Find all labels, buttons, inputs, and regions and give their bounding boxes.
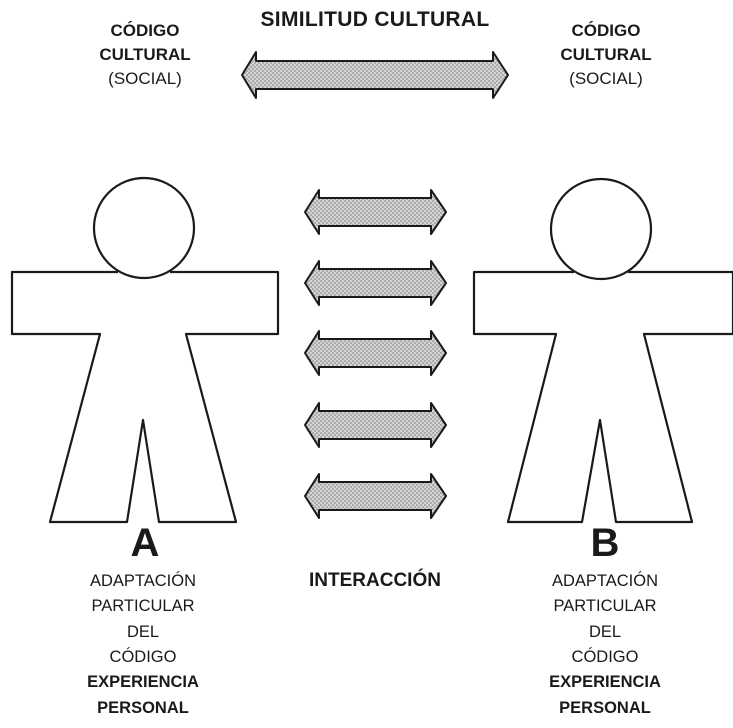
right-code-line2: CULTURAL [560, 44, 652, 64]
similarity-arrow [241, 51, 509, 99]
left-text-line5: EXPERIENCIA [87, 673, 199, 692]
person-a-figure [10, 176, 280, 524]
right-text-line6: PERSONAL [559, 698, 651, 717]
interaction-arrows [304, 189, 447, 519]
person-b-letter: B [590, 521, 620, 565]
interaction-arrow-4 [304, 402, 447, 448]
interaction-arrow-3 [304, 330, 447, 376]
person-a-head [92, 176, 196, 280]
person-b-head [549, 177, 653, 281]
interaction-label: INTERACCIÓN [309, 570, 441, 591]
left-code-line3: (SOCIAL) [108, 68, 182, 88]
person-b-figure [472, 177, 733, 524]
right-personal-text: ADAPTACIÓN PARTICULAR DEL CÓDIGO EXPERIE… [520, 572, 690, 725]
left-code-line2: CULTURAL [99, 44, 191, 64]
left-text-line2: PARTICULAR [91, 597, 195, 616]
right-code-line3: (SOCIAL) [569, 68, 643, 88]
left-cultural-code: CÓDIGO CULTURAL (SOCIAL) [70, 22, 220, 94]
left-text-line3: DEL [126, 622, 160, 641]
person-a-letter: A [130, 521, 160, 565]
left-personal-text: ADAPTACIÓN PARTICULAR DEL CÓDIGO EXPERIE… [58, 572, 228, 725]
similarity-title: SIMILITUD CULTURAL [260, 8, 490, 31]
right-text-line3: DEL [588, 622, 622, 641]
right-text-line5: EXPERIENCIA [549, 673, 661, 692]
right-code-line1: CÓDIGO [571, 21, 641, 40]
interaction-arrow-2 [304, 260, 447, 306]
right-text-line2: PARTICULAR [553, 597, 657, 616]
right-cultural-code: CÓDIGO CULTURAL (SOCIAL) [531, 22, 681, 94]
left-code-line1: CÓDIGO [110, 21, 180, 40]
right-text-line1: ADAPTACIÓN [551, 572, 659, 590]
interaction-arrow-1 [304, 189, 447, 235]
right-text-line4: CÓDIGO [571, 647, 639, 666]
interaction-arrow-5 [304, 473, 447, 519]
left-text-line4: CÓDIGO [109, 647, 177, 666]
left-text-line6: PERSONAL [97, 698, 189, 717]
left-text-line1: ADAPTACIÓN [89, 572, 197, 590]
